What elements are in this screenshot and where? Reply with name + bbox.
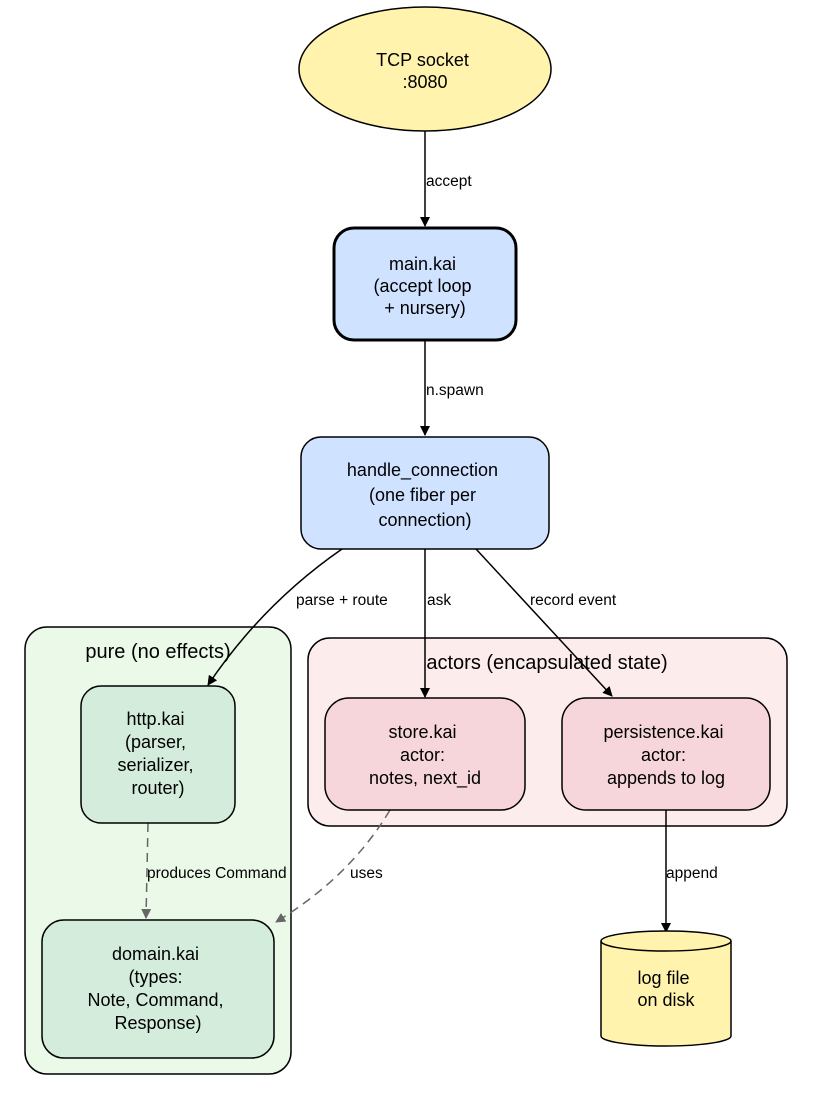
edge-spawn: n.spawn <box>420 340 484 436</box>
node-main-kai: main.kai (accept loop + nursery) <box>332 226 518 342</box>
node-label-line: actor: <box>400 745 445 765</box>
node-label-line: router) <box>131 778 184 798</box>
node-label-line: on disk <box>637 990 695 1010</box>
node-persistence-kai: persistence.kai actor: appends to log <box>561 697 771 811</box>
edge-label-produces: produces Command <box>147 865 287 882</box>
node-label-line: actor: <box>641 745 686 765</box>
node-label-line: notes, next_id <box>369 768 481 789</box>
cylinder-icon <box>600 930 732 1047</box>
edge-label-accept: accept <box>426 173 472 190</box>
svg-text:TCP socket :8080: TCP socket :8080 <box>376 50 474 92</box>
node-label-line: (types: <box>128 967 182 987</box>
cluster-pure-label: pure (no effects) <box>85 641 230 663</box>
node-label-line: (parser, <box>125 732 186 752</box>
node-tcp-socket: TCP socket :8080 <box>298 6 552 132</box>
svg-text:domain.kai (types:: domain.kai (types: Note, Command, Respon… <box>87 944 228 1033</box>
node-label-line: + nursery) <box>384 298 466 318</box>
edge-parse-route: parse + route <box>207 548 388 686</box>
node-label-line: handle_connection <box>347 460 498 481</box>
node-domain-kai: domain.kai (types: Note, Command, Respon… <box>41 919 275 1059</box>
node-label-line: connection) <box>378 510 471 530</box>
node-store-kai: store.kai actor: notes, next_id <box>324 697 526 811</box>
edge-uses: uses <box>275 809 391 923</box>
cluster-actors-label: actors (encapsulated state) <box>426 652 667 674</box>
node-log-file: log file on disk <box>600 930 732 1047</box>
edge-ask: ask <box>420 549 451 698</box>
node-label-line: (accept loop <box>373 276 471 296</box>
node-handle-connection: handle_connection (one fiber per connect… <box>300 436 550 550</box>
node-label-line: domain.kai <box>112 944 199 964</box>
edge-append: append <box>661 810 718 933</box>
node-label-line: serializer, <box>117 755 193 775</box>
node-http-kai: http.kai (parser, serializer, router) <box>80 685 236 824</box>
svg-text:main.kai (accept loop: main.kai (accept loop + nursery) <box>373 254 476 318</box>
node-label-line: appends to log <box>607 768 725 788</box>
edge-label-append: append <box>666 865 718 882</box>
edge-label-record-event: record event <box>530 592 617 609</box>
edge-accept: accept <box>420 131 472 227</box>
svg-text:persistence.kai actor:: persistence.kai actor: appends to log <box>603 722 728 788</box>
svg-text:handle_connection (one f: handle_connection (one fiber per connect… <box>347 460 503 530</box>
svg-text:log file on disk: log file on disk <box>637 968 695 1010</box>
node-label-line: main.kai <box>389 254 456 274</box>
edge-produces: produces Command <box>141 822 287 919</box>
node-label-line: http.kai <box>126 709 184 729</box>
node-label-line: Response) <box>114 1013 201 1033</box>
edge-label-ask: ask <box>427 592 451 609</box>
edge-label-uses: uses <box>350 865 383 882</box>
svg-text:http.kai (parser,: http.kai (parser, serializer, router) <box>117 709 198 798</box>
node-label-line: store.kai <box>388 722 456 742</box>
node-label-line: TCP socket <box>376 50 469 70</box>
edge-record-event: record event <box>475 548 617 697</box>
node-label-line: persistence.kai <box>603 722 723 742</box>
edge-label-spawn: n.spawn <box>426 382 484 399</box>
node-label-line: :8080 <box>402 72 447 92</box>
node-label-line: (one fiber per <box>369 485 476 505</box>
edge-label-parse-route: parse + route <box>296 592 388 609</box>
svg-text:store.kai actor: n: store.kai actor: notes, next_id <box>369 722 481 789</box>
node-label-line: Note, Command, <box>87 990 223 1010</box>
node-label-line: log file <box>637 968 689 988</box>
